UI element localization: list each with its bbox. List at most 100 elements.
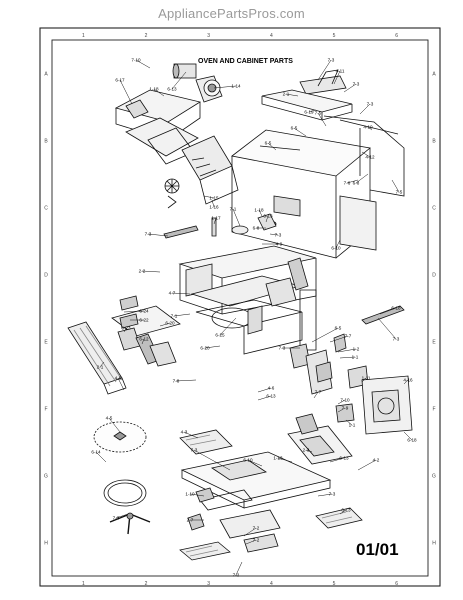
- border-mark-col: 5: [333, 581, 336, 587]
- leader-line: [317, 59, 332, 81]
- part-callout: 7-9: [342, 406, 349, 411]
- leader-line: [171, 292, 191, 295]
- border-mark-row: G: [432, 474, 436, 480]
- part-callout: 1-2: [353, 347, 360, 352]
- magnetron-hv-parts: [289, 305, 413, 435]
- leader-line: [265, 215, 269, 223]
- part-callout: 7-1: [171, 314, 178, 319]
- leader-line: [211, 199, 215, 208]
- part-callout: 6-5: [335, 326, 342, 331]
- leader-line: [333, 70, 341, 85]
- leader-line: [346, 179, 359, 184]
- part-callout: 7-3: [279, 346, 286, 351]
- part-callout: 6-8: [253, 226, 260, 231]
- part-callout: 7-6: [344, 181, 351, 186]
- leader-line: [257, 387, 272, 393]
- leader-line: [329, 335, 349, 343]
- border-mark-col: 3: [207, 33, 210, 39]
- base-and-turntable: [93, 413, 363, 561]
- border-mark-row: D: [44, 273, 48, 279]
- part-callout: 6-22: [139, 318, 149, 323]
- part-callout: 7-5: [315, 111, 322, 116]
- border-mark-row: B: [44, 139, 48, 145]
- part-callout: 4-16: [403, 378, 413, 383]
- border-mark-row: F: [44, 407, 47, 413]
- part-callout: 7-3: [275, 233, 282, 238]
- leader-line: [175, 379, 197, 382]
- leader-line: [339, 356, 356, 359]
- part-callout: 4-9: [276, 242, 283, 247]
- part-callout: 6-20: [165, 321, 175, 326]
- part-callout: 1-10: [185, 492, 195, 497]
- border-mark-col: 4: [270, 581, 273, 587]
- part-callout: 6-10: [243, 458, 253, 463]
- part-callout: 2-3: [303, 448, 310, 453]
- leader-lines: [95, 59, 413, 576]
- leader-line: [285, 93, 299, 97]
- leader-line: [135, 59, 151, 69]
- leader-line: [379, 307, 397, 315]
- leader-line: [313, 391, 319, 399]
- leader-line: [213, 217, 217, 225]
- leader-line: [258, 209, 263, 217]
- part-callout: 6-5: [265, 141, 272, 146]
- part-callout: 1-1: [349, 423, 356, 428]
- part-callout: 4-5: [106, 416, 113, 421]
- part-callout: 4-6: [115, 376, 122, 381]
- leader-line: [329, 457, 345, 463]
- leader-line: [235, 561, 243, 576]
- part-callout: 4-12: [365, 155, 375, 160]
- part-callout: 4-10: [363, 125, 373, 130]
- leader-line: [359, 103, 371, 115]
- leader-line: [269, 233, 279, 236]
- leader-line: [203, 195, 215, 199]
- part-callout: 7-1: [230, 207, 237, 212]
- leader-line: [337, 399, 346, 405]
- part-callout: 1-18: [254, 208, 264, 213]
- leader-line: [337, 407, 346, 413]
- leader-line: [213, 85, 237, 89]
- part-callout: 7-7: [345, 334, 352, 339]
- part-callout: 1-16: [209, 205, 219, 210]
- part-callout: 7-3: [328, 58, 335, 63]
- leader-line: [108, 417, 121, 433]
- leader-line: [403, 431, 413, 441]
- part-callout: 6-17: [115, 78, 125, 83]
- leader-line: [123, 310, 145, 313]
- part-callout: 4-3: [181, 430, 188, 435]
- part-callout: 7-7: [315, 390, 322, 395]
- oven-cavity: [178, 245, 317, 355]
- part-callout: 6-13: [263, 214, 273, 219]
- leader-line: [403, 379, 409, 385]
- leader-line: [305, 449, 313, 453]
- leader-line: [277, 457, 293, 463]
- border-mark-col: 5: [333, 33, 336, 39]
- part-callout: 2-7: [187, 518, 194, 523]
- part-callout: 6-18: [391, 306, 401, 311]
- border-mark-row: F: [432, 407, 435, 413]
- leader-line: [293, 127, 307, 137]
- part-callout: 7-10: [131, 58, 141, 63]
- leader-line: [245, 539, 257, 545]
- part-callout: 7-2: [233, 573, 240, 578]
- leader-line: [159, 322, 171, 327]
- border-mark-col: 2: [145, 33, 148, 39]
- leader-line: [189, 493, 205, 497]
- leader-line: [183, 431, 199, 439]
- leader-line: [204, 345, 221, 349]
- part-callout: 6-13: [339, 456, 349, 461]
- leader-line: [123, 327, 127, 333]
- part-callout: 6-10: [331, 246, 341, 251]
- leader-line: [267, 142, 277, 151]
- leader-line: [357, 459, 377, 471]
- part-callout: 6-24: [139, 309, 149, 314]
- border-mark-col: 6: [395, 581, 398, 587]
- leader-line: [99, 361, 105, 368]
- part-callout: 1-17: [211, 216, 221, 221]
- leader-line: [317, 112, 327, 127]
- part-callout: 6-13: [266, 394, 276, 399]
- leader-line: [141, 270, 161, 273]
- part-callout: 4-11: [336, 69, 345, 74]
- leader-line: [391, 179, 400, 193]
